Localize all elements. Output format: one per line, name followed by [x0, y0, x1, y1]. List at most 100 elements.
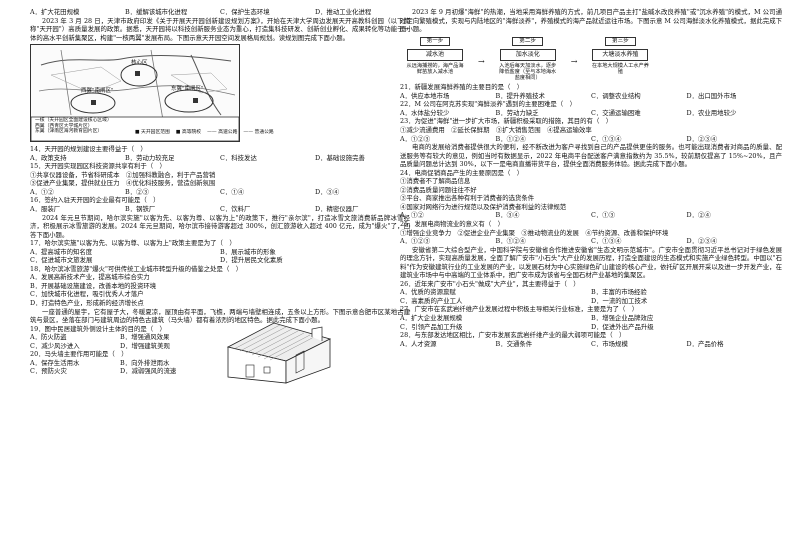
flow-step-label: 第一步 [419, 36, 451, 46]
flow-step-label: 第三步 [605, 36, 636, 46]
option: D．出口国外市场 [686, 91, 737, 100]
option: C．预防火灾 [30, 367, 67, 376]
map-legend-keys: ■ 天开园区范围 ■ 高等院校 —— 高速公路 —— 普通公路 [135, 129, 274, 138]
question-14: 14．天开园的规划建设主要得益于（ ） [30, 145, 147, 154]
option: A．供应本地市场 [400, 91, 450, 100]
options-23: A．①②③ B．①②④ C．①③④ D．②③④ [400, 135, 782, 144]
statement: ①增强企业竞争力 ②促进企业产业集聚 ③推动物流业的发展 ④节约资源、改善和保护… [400, 228, 669, 237]
flow-note: 入池后每天加淡水，逐步降低盐度（至与本地海水盐度相同） [499, 62, 557, 82]
option: A．人才资源 [400, 339, 437, 348]
passage-seafood: 2023 年 9 月初爆"海鲜"的热潮，当地采用海鲜养殖的方式，前几项目产品主打… [400, 8, 782, 34]
flow-step-label: 第二步 [512, 36, 544, 46]
option: D．一流的加工技术 [591, 296, 648, 305]
option: D．基础设施完善 [315, 153, 365, 162]
option: A．扩大花田规模 [30, 8, 80, 16]
flow-step: 第二步 加水淡化 入池后每天加淡水，逐步降低盐度（至与本地海水盐度相同） [499, 36, 557, 82]
option: B．增强企业品牌效应 [591, 314, 654, 323]
question-16: 16．签约入驻天开园的企业最有可能是（ ） [30, 196, 160, 205]
option: B．丰富的市场经验 [591, 288, 647, 297]
option: C．高素质的产业工人 [400, 296, 463, 305]
option: C．促进城市文旅发展 [30, 256, 93, 265]
flow-box: 大塘淡水养殖 [592, 48, 649, 61]
option: A．提高城市的知名度 [30, 247, 93, 256]
flow-step: 第一步 减水池 从远海捕捞的，海产品海鲜苗放入减水池 [406, 36, 464, 75]
option: A．扩大企业发展规模 [400, 314, 463, 323]
flow-box: 加水淡化 [499, 48, 556, 61]
option: C．科技发达 [220, 153, 257, 162]
legend-key: ■ 高等院校 [175, 130, 202, 136]
option: D．②③④ [686, 134, 718, 143]
flow-box: 减水池 [407, 48, 463, 61]
option: B．①②④ [495, 237, 526, 246]
passage-basalt: 安徽省第二大综合型产业，中国科学院与安徽省合作推进安徽省"生态文明示范城市"。广… [400, 245, 782, 280]
option: A．①②③ [400, 134, 431, 143]
statement: ①消费者不了解商品信息 [400, 177, 471, 186]
question-20: 20．马头墙主要作用可能是（ ） [30, 350, 128, 359]
flow-note: 在本地大规模人工水产养殖 [591, 62, 649, 75]
question-22: 22．M 公司在阿克苏实现"海鲜淡养"遇到的主要困难是（ ） [400, 100, 576, 109]
top-options: A．扩大花田规模 B．缓解该城市化进程 C．保护生态环境 D．推动工业化进程 [30, 8, 410, 17]
options-22: A．水体盐分较少 B．劳动力缺乏 C．交通运输困难 D．农业用地较少 [400, 109, 782, 118]
option: C．引领产品加工升级 [400, 322, 463, 331]
option: A．保存生活用水 [30, 358, 80, 367]
option: A．①② [400, 211, 424, 220]
question-25: 25．发展电商物流业的意义有（ ） [400, 220, 504, 228]
tiankai-map: 核心区 西翼"南闸区" 东翼"南闸区" 一核（天开园区全面建设核心区域） 西翼（… [30, 44, 274, 143]
passage-tiankai: 2023 年 3 月 28 日，天津市政府印发《关于开展天开园创新建设规划方案》… [30, 16, 410, 42]
legend-key: —— 普通公路 [243, 130, 274, 136]
option: A．政策支持 [30, 153, 67, 162]
option: B．劳动力缺乏 [495, 108, 539, 117]
options-14: A．政策支持 B．劳动力较充足 C．科技发达 D．基础设施完善 [30, 154, 410, 163]
option: D．农业用地较少 [686, 108, 737, 117]
passage-ecommerce: 电商的发展给消费者提供很大的便利，经不断改进为客户寻找到自己的产品提供更佳的服务… [400, 143, 782, 169]
question-19: 19．图中民居建筑外侧设计主体的目的是（ ） [30, 324, 166, 333]
option: C．交通运输困难 [591, 108, 641, 117]
question-21: 21．新疆发展海鲜养殖的主要目的是（ ） [400, 83, 524, 92]
option: A．水体盐分较少 [400, 108, 450, 117]
q19-20-text: 19．图中民居建筑外侧设计主体的目的是（ ） A．防火防盗 B．增强通风效果 C… [30, 325, 210, 385]
option: A．①② [30, 187, 54, 196]
flow-note: 从远海捕捞的，海产品海鲜苗放入减水池 [406, 62, 464, 75]
option: B．提升养殖技术 [495, 91, 545, 100]
arrow-icon: → [478, 56, 485, 66]
question-18: 18．哈尔滨冰雪旅游"爆火"可供传统工业城市转型升级的借鉴之处是（ ） [30, 264, 243, 273]
option: B．开展基础设施建设，改善本地的投资环境 [30, 281, 157, 290]
seafood-flowchart: 第一步 减水池 从远海捕捞的，海产品海鲜苗放入减水池 → 第二步 加水淡化 入池… [406, 36, 782, 82]
options-20: A．保存生活用水 B．向外排泄雨水 C．预防火灾 D．减弱强风的流速 [30, 359, 210, 376]
option: B．②③ [125, 187, 149, 196]
option: D．提升居民文化素质 [220, 256, 283, 265]
question-26: 26．近年来广安市"小石头"做成"大产业"，其主要得益于（ ） [400, 279, 580, 288]
option: C．保护生态环境 [220, 8, 270, 16]
option: A．防火防盗 [30, 333, 67, 342]
q19-20-block: 19．图中民居建筑外侧设计主体的目的是（ ） A．防火防盗 B．增强通风效果 C… [30, 322, 410, 385]
option: C．①③ [591, 211, 616, 220]
option: A．发展高新技术产业，提高城市综合实力 [30, 273, 150, 282]
left-column: A．扩大花田规模 B．缓解该城市化进程 C．保护生态环境 D．推动工业化进程 2… [30, 8, 410, 385]
legend-key: —— 高速公路 [207, 130, 238, 136]
option: B．增强通风效果 [120, 333, 170, 342]
map-label-west: 西翼"南闸区" [81, 88, 114, 95]
legend-key: ■ 天开园区范围 [135, 130, 170, 136]
option: C．市场规模 [591, 339, 628, 348]
option: C．①③④ [591, 237, 622, 246]
option: B．向外排泄雨水 [120, 358, 170, 367]
option: B．钢铁厂 [125, 205, 156, 214]
option: D．打造特色产业，形成新的经济增长点 [30, 299, 144, 308]
option: B．展示城市的形象 [220, 247, 276, 256]
option: D．增强建筑美观 [120, 341, 170, 350]
option: A．优质的资源禀赋 [400, 288, 456, 297]
arrow-icon: → [570, 56, 578, 66]
statement: ①减少流通费用 ②延长保鲜期 ③扩大销售范围 ④提高运输效率 [400, 125, 592, 134]
option: B．缓解该城市化进程 [125, 8, 188, 16]
map-label-core: 核心区 [131, 60, 148, 67]
right-column: 2023 年 9 月初爆"海鲜"的热潮，当地采用海鲜养殖的方式，前几项目产品主打… [400, 8, 782, 348]
legend-item: 西翼（西青区大学城片区） [35, 123, 93, 129]
options-28: A．人才资源 B．交通条件 C．市场规模 D．产品价格 [400, 340, 782, 349]
options-19: A．防火防盗 B．增强通风效果 C．减少风沙进入 D．增强建筑美观 [30, 333, 210, 350]
options-17: A．提高城市的知名度 B．展示城市的形象 C．促进城市文旅发展 D．提升居民文化… [30, 248, 410, 265]
option: D．②③④ [686, 237, 718, 246]
passage-harbin: 2024 年元旦节期间，哈尔滨实施"以客为先、以客为尊、以客为上"的政策下，推行… [30, 213, 410, 239]
question-23: 23．为促进"海鲜"进一步扩大市场，新疆积极采取的措施，其目的有（ ） [400, 117, 613, 126]
flow-step: 第三步 大塘淡水养殖 在本地大规模人工水产养殖 [591, 36, 649, 75]
question-17: 17．哈尔滨实施"以客为先、以客为尊、以客为上"政策主要是为了（ ） [30, 239, 236, 248]
